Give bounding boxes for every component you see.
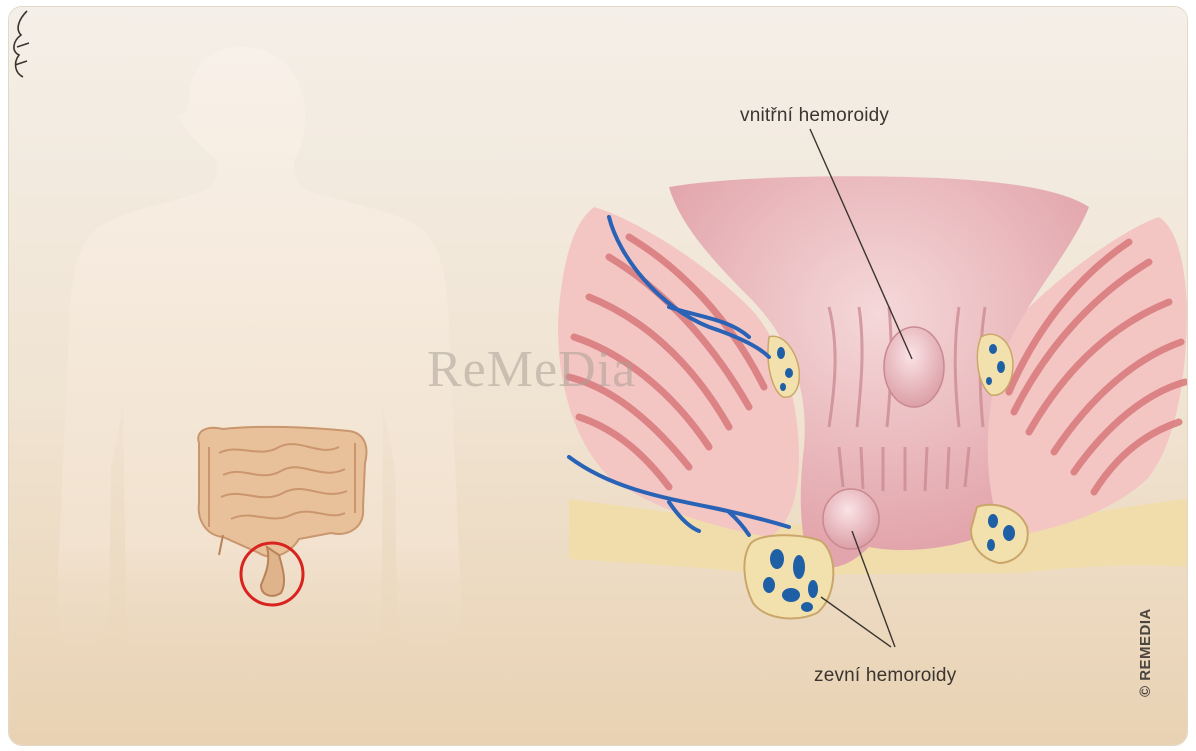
label-external-hemorrhoids: zevní hemoroidy [814,665,956,687]
watermark: ReMeDia [427,340,636,399]
external-hemorrhoid [823,489,879,549]
label-internal-hemorrhoids: vnitřní hemoroidy [740,105,889,127]
external-venous-plexus [744,535,833,618]
internal-hemorrhoid [884,327,944,407]
artist-signature [9,7,35,81]
illustration-frame: ReMeDia vnitřní hemoroidy zevní hemoroid… [8,6,1188,746]
copyright-notice: © REMEDIA [1137,608,1154,697]
